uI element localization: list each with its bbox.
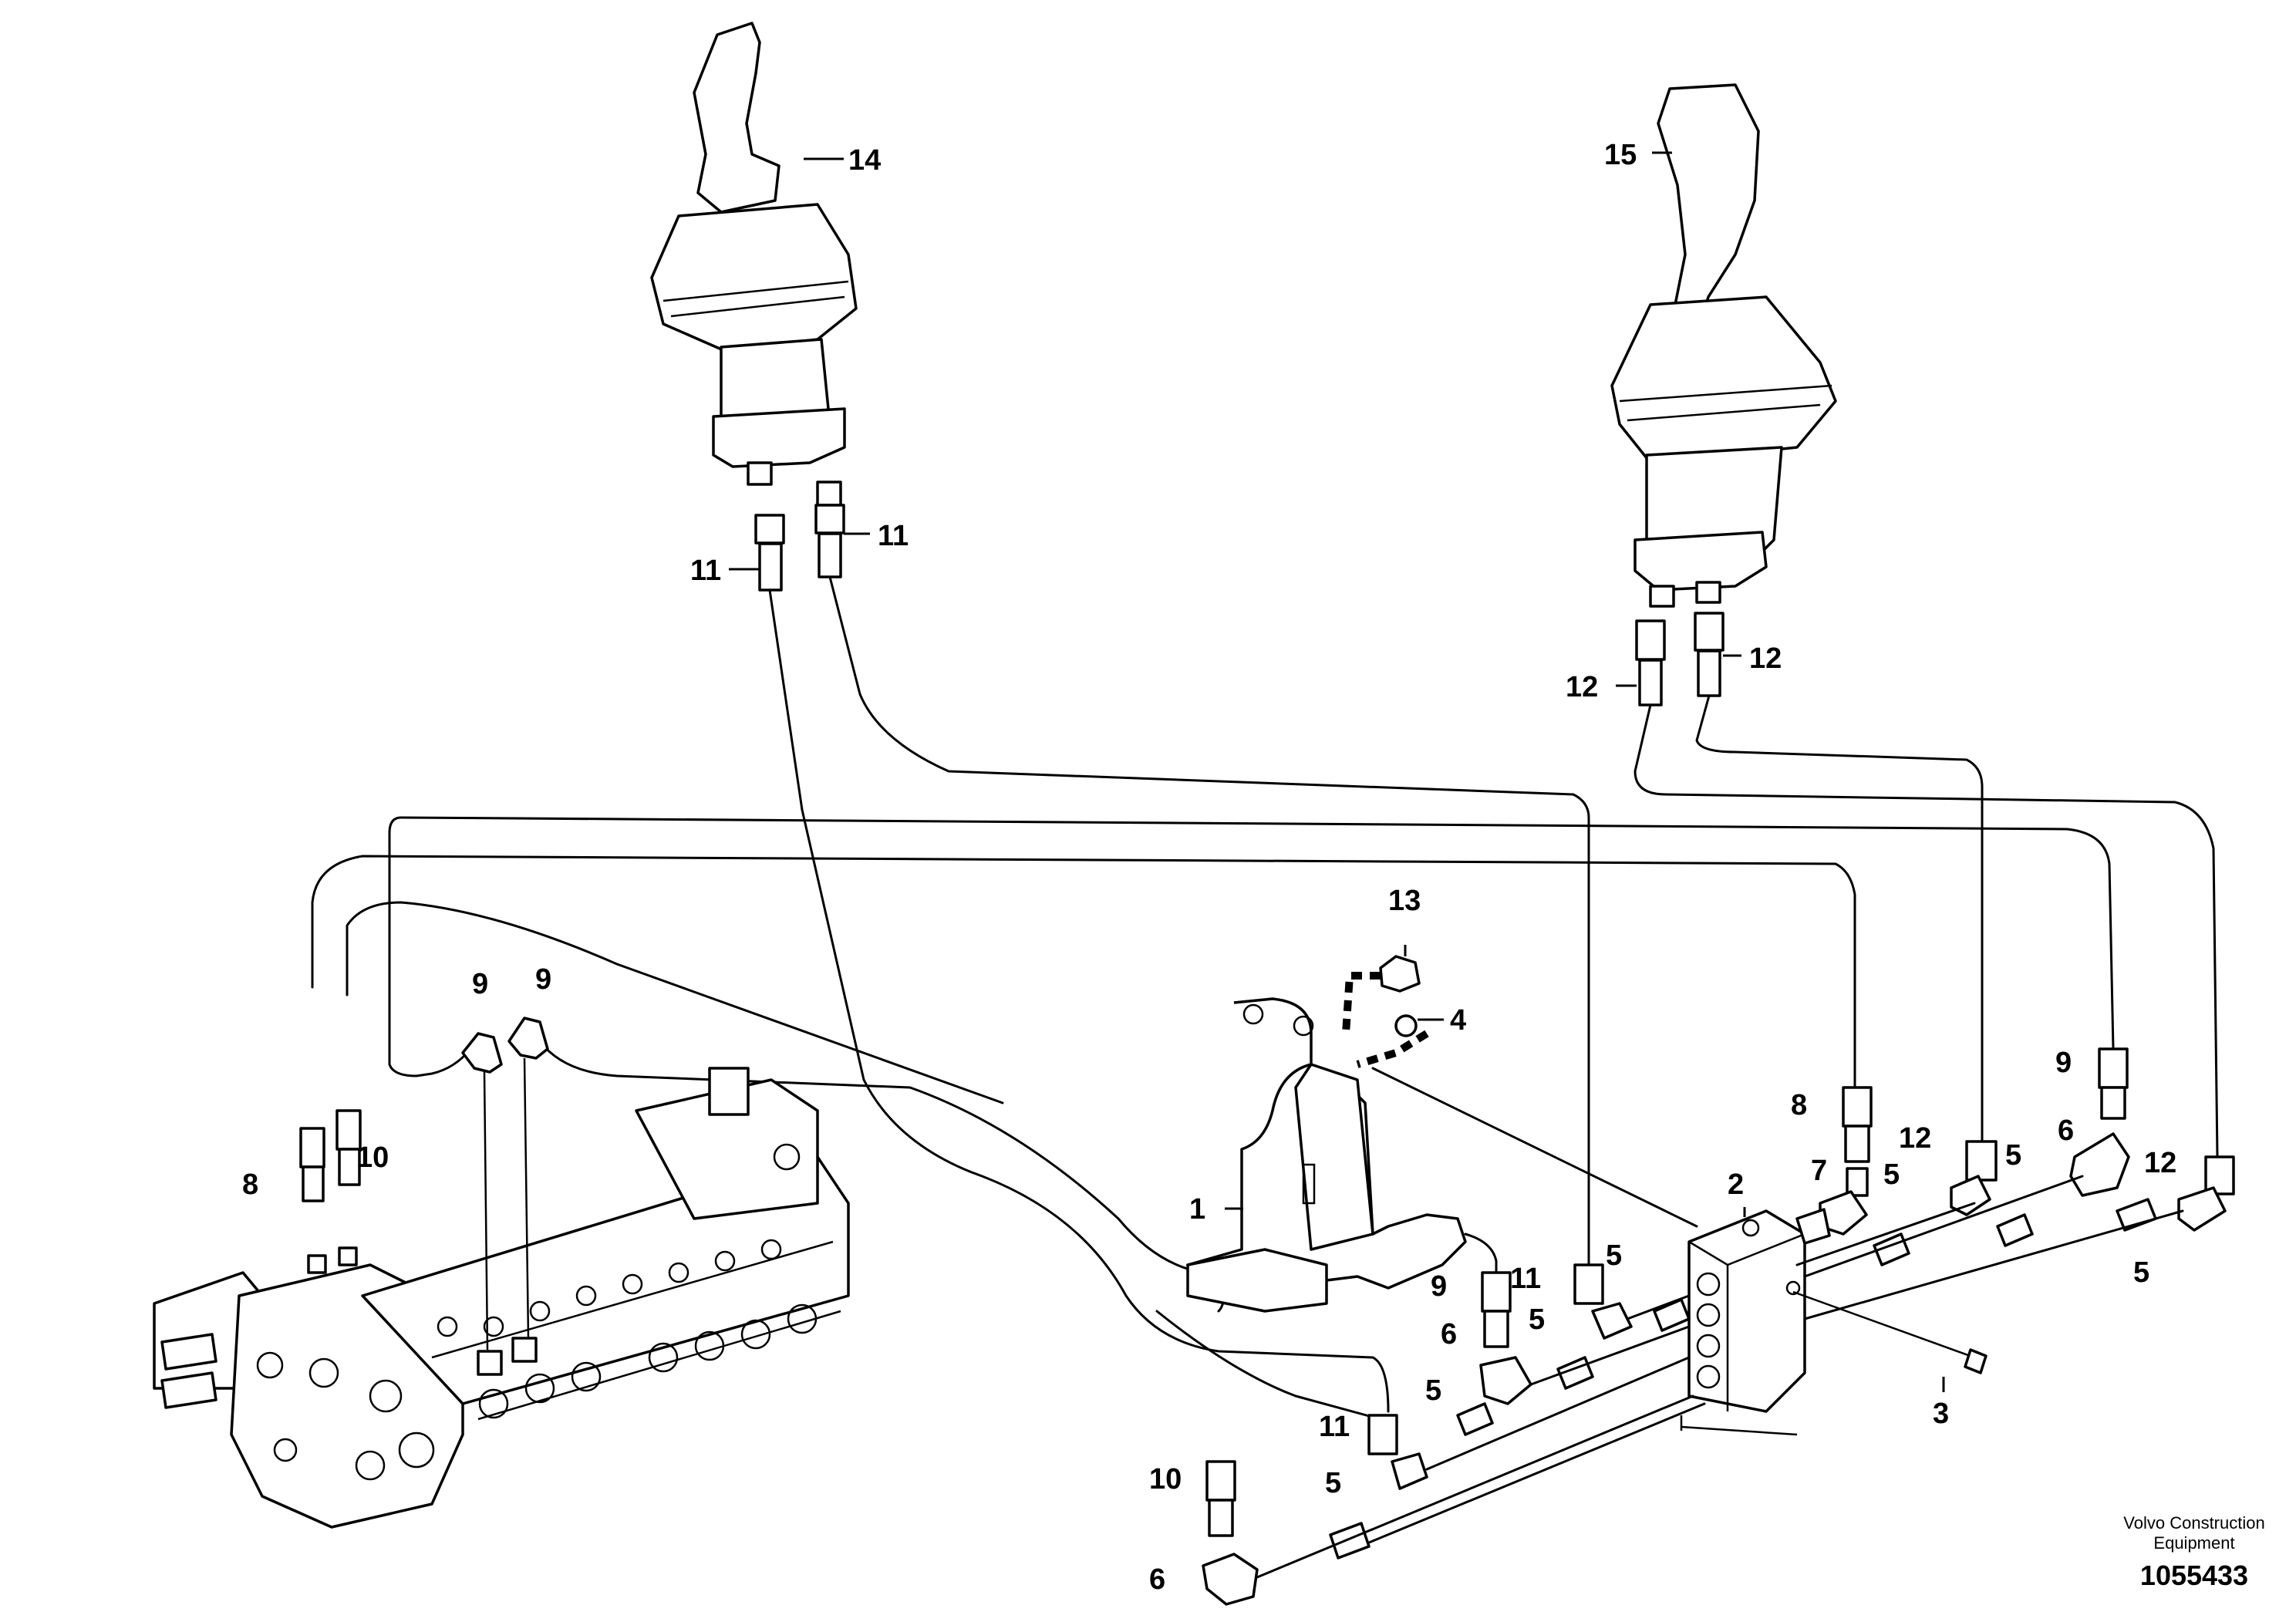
fitting-11-right [814,504,845,578]
callout-12d: 12 [2144,1147,2176,1179]
elbow-9-right [507,1017,549,1339]
callout-5f: 5 [1425,1374,1441,1407]
bolt-13 [1342,955,1421,1034]
callout-9b: 9 [535,963,551,996]
callout-8b: 8 [1791,1089,1807,1121]
callout-10a: 10 [356,1141,389,1174]
fitting-11-left [754,514,785,592]
callout-9a: 9 [472,968,488,1000]
control-valve [153,1067,850,1529]
callout-6c: 6 [1149,1563,1165,1596]
callout-labels: 14 15 11 11 12 12 13 4 9 9 1 10 8 8 9 12… [242,139,2176,1596]
fitting-12-block [1950,1140,1998,1216]
fitting-12-far [2177,1155,2235,1232]
joystick-left [650,22,858,507]
callout-9d: 9 [1431,1270,1447,1303]
callout-4: 4 [1450,1004,1466,1037]
callout-5g: 5 [1325,1467,1341,1499]
bracket [1186,997,1467,1313]
callout-10b: 10 [1149,1463,1182,1496]
callout-12b: 12 [1566,671,1598,703]
callout-11d: 11 [1319,1411,1350,1443]
callout-3: 3 [1933,1398,1949,1430]
fittings-10-6-bottom [1202,1460,1259,1606]
callout-11b: 11 [690,555,721,587]
credit-line-1: Volvo Construction [2123,1513,2264,1533]
fitting-8-right [1842,1086,1873,1197]
callout-9c: 9 [2055,1047,2072,1079]
callout-2: 2 [1728,1168,1744,1201]
credit-line-2: Equipment [2153,1533,2234,1553]
elbow-6-block [2069,1132,2130,1197]
callout-5d: 5 [1606,1239,1622,1272]
callout-5b: 5 [2005,1139,2021,1172]
callout-15: 15 [1604,139,1637,171]
document-number: 1055433 [2140,1560,2248,1591]
fitting-10-left [335,1109,362,1186]
footer-credit: Volvo Construction Equipment 1055433 [2123,1513,2264,1591]
fitting-9-block [2098,1047,2129,1120]
fitting-12-left [1635,619,1666,706]
bolt [1792,1290,1988,1374]
fitting-8-left [299,1127,325,1202]
callout-13: 13 [1388,885,1421,917]
callout-8a: 8 [242,1168,258,1201]
callout-5a: 5 [1883,1158,1900,1191]
fittings-9-6-block [1479,1271,1532,1405]
fitting-12-right [1694,612,1725,697]
hose-lines [311,575,2219,1421]
callout-11a: 11 [878,520,909,552]
leader-lines [729,151,1945,1392]
elbow-9-left [461,1032,503,1351]
callout-14: 14 [848,144,881,177]
adapters-5-block [1329,1198,2157,1560]
callout-7: 7 [1811,1155,1827,1187]
fitting-7 [1795,1190,1868,1245]
callout-6b: 6 [1441,1318,1457,1351]
callout-11c: 11 [1510,1263,1541,1295]
joystick-right [1610,83,1837,608]
manifold-block [1680,1209,1806,1436]
callout-12c: 12 [1899,1122,1931,1155]
callout-5c: 5 [2133,1256,2149,1289]
hose-block-connectors [1256,1067,2184,1579]
callout-5e: 5 [1529,1303,1545,1336]
callout-12a: 12 [1749,642,1782,675]
callout-1: 1 [1189,1193,1205,1226]
callout-6a: 6 [2058,1114,2074,1147]
nut-4 [1356,1014,1429,1068]
fittings-11-block [1367,1263,1633,1490]
